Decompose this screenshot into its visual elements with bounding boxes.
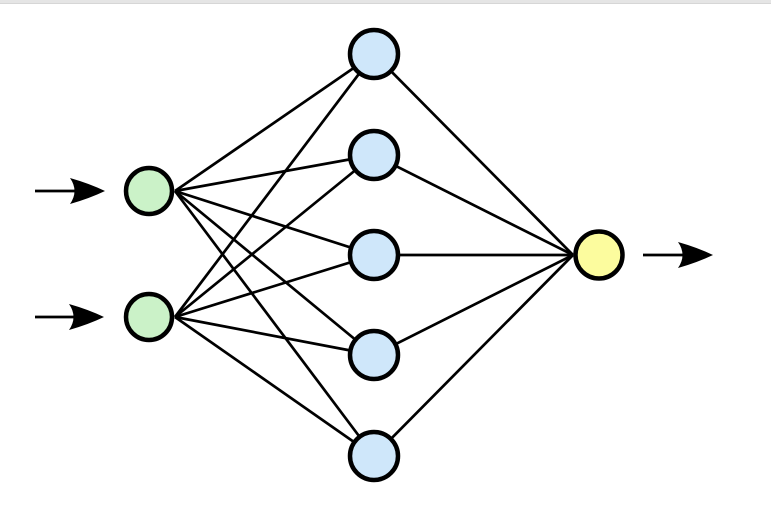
edge-input-node-2-to-hidden-node-2 [174, 153, 375, 319]
hidden-node-4 [347, 328, 401, 382]
edge-hidden-node-2-to-output-node-1 [373, 153, 574, 257]
hidden-node-1 [347, 27, 401, 81]
diagram-canvas [0, 4, 771, 508]
input-node-2 [123, 291, 175, 343]
edge-input-node-1-to-hidden-node-1 [174, 52, 375, 193]
output-arrow-head-icon [678, 242, 713, 268]
input-arrow-1-head-icon [70, 178, 105, 204]
top-bar [0, 0, 771, 4]
hidden-node-3 [347, 228, 401, 282]
edge-input-node-2-to-hidden-node-1 [173, 53, 376, 318]
edge-input-node-1-to-hidden-node-4 [174, 189, 375, 357]
edge-input-node-1-to-hidden-node-5 [173, 190, 376, 457]
hidden-node-2 [347, 128, 401, 182]
edge-input-node-1-to-hidden-node-3 [174, 189, 375, 257]
edge-input-node-2-to-hidden-node-3 [174, 253, 375, 319]
input-arrow-2-head-icon [69, 304, 104, 330]
edge-hidden-node-4-to-output-node-1 [373, 253, 574, 357]
output-node-1 [573, 229, 625, 281]
edge-hidden-node-1-to-output-node-1 [373, 53, 574, 256]
edge-input-node-2-to-hidden-node-5 [174, 315, 375, 458]
network-diagram [35, 27, 713, 483]
edge-input-node-2-to-hidden-node-4 [174, 315, 375, 357]
hidden-node-5 [347, 429, 401, 483]
input-node-1 [123, 165, 175, 217]
edge-hidden-node-5-to-output-node-1 [373, 254, 574, 457]
edge-input-node-1-to-hidden-node-2 [174, 153, 375, 193]
